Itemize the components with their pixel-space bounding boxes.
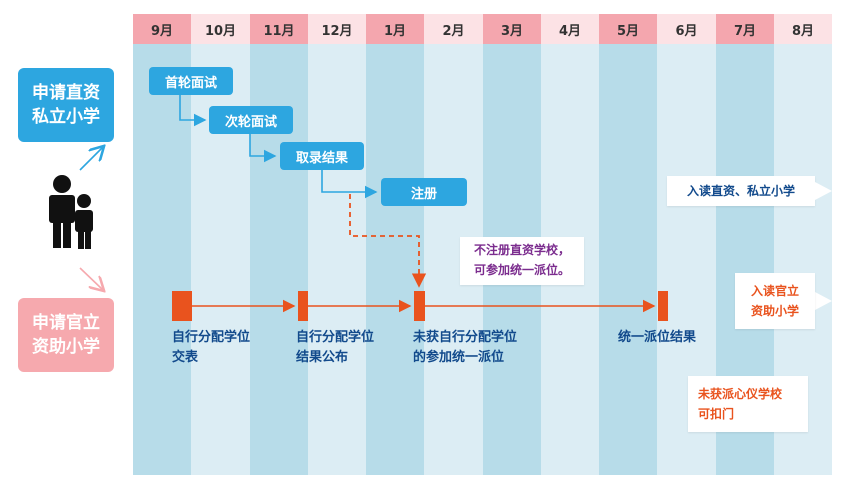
- connector-step2-step3: [249, 134, 277, 163]
- milestone-label-allocation-result: 统一派位结果: [618, 328, 696, 348]
- direct-private-track-box: 申请直资 私立小学: [18, 68, 114, 142]
- connector-step3-step4: [321, 170, 378, 199]
- month-header: 9月: [133, 14, 191, 44]
- milestone-label-central-allocation-line1: 未获自行分配学位: [413, 330, 518, 345]
- direct-private-result-card: 入读直资、私立小学: [667, 176, 815, 206]
- month-header: 2月: [424, 14, 483, 44]
- milestone-label-application-line2: 交表: [172, 350, 199, 365]
- month-header: 12月: [308, 14, 366, 44]
- month-column: [308, 44, 366, 475]
- milestone-label-application-line1: 自行分配学位: [172, 330, 251, 345]
- month-header: 7月: [716, 14, 774, 44]
- dashed-switch-connector: [349, 194, 427, 288]
- month-column: [366, 44, 424, 475]
- registration-step: 注册: [381, 178, 467, 206]
- arrow-to-direct: [79, 147, 103, 171]
- not-registered-line1: 不注册直资学校，: [473, 243, 570, 257]
- month-header: 5月: [599, 14, 657, 44]
- milestone-label-application: 自行分配学位 交表: [172, 328, 250, 368]
- direct-private-line2: 私立小学: [32, 107, 100, 127]
- month-header: 10月: [191, 14, 250, 44]
- month-column: [133, 44, 191, 475]
- second-interview-step: 次轮面试: [209, 106, 293, 134]
- milestone-label-central-allocation: 未获自行分配学位 的参加统一派位: [413, 328, 517, 368]
- admission-result-step: 取录结果: [280, 142, 364, 170]
- milestone-label-central-allocation-line2: 的参加统一派位: [413, 350, 505, 365]
- government-aided-line1: 申请官立: [32, 313, 100, 333]
- not-registered-line2: 可参加统一派位。: [473, 263, 570, 277]
- milestone-marker-application: [172, 291, 192, 321]
- appeal-line1: 未获派心仪学校: [698, 387, 783, 401]
- milestone-marker-discretionary-result: [298, 291, 308, 321]
- milestone-marker-allocation-result: [658, 291, 668, 321]
- direct-private-line1: 申请直资: [32, 83, 100, 103]
- month-header: 1月: [366, 14, 424, 44]
- milestone-label-discretionary-result-line2: 结果公布: [296, 350, 349, 365]
- arrow-to-aided: [79, 267, 103, 290]
- month-header: 6月: [657, 14, 716, 44]
- parent-child-icon: [49, 175, 93, 249]
- connector-step1-step2: [179, 95, 207, 127]
- direct-private-result-text: 入读直资、私立小学: [686, 184, 795, 198]
- aided-result-card: 入读官立 资助小学: [735, 273, 815, 329]
- appeal-note-card: 未获派心仪学校 可扣门: [688, 376, 808, 432]
- milestone-label-discretionary-result-line1: 自行分配学位: [296, 330, 375, 345]
- milestone-marker-central-allocation: [414, 291, 425, 321]
- month-column: [599, 44, 657, 475]
- month-header: 4月: [541, 14, 599, 44]
- first-interview-step: 首轮面试: [149, 67, 233, 95]
- aided-result-line2: 资助小学: [750, 304, 799, 318]
- month-header: 8月: [774, 14, 832, 44]
- month-header: 3月: [483, 14, 541, 44]
- milestone-label-discretionary-result: 自行分配学位 结果公布: [296, 328, 374, 368]
- government-aided-track-box: 申请官立 资助小学: [18, 298, 114, 372]
- milestone-label-allocation-result-line1: 统一派位结果: [618, 330, 697, 345]
- not-registered-note: 不注册直资学校， 可参加统一派位。: [460, 237, 584, 285]
- aided-result-line1: 入读官立: [750, 284, 799, 298]
- government-aided-line2: 资助小学: [32, 337, 100, 357]
- appeal-line2: 可扣门: [698, 407, 735, 421]
- month-header: 11月: [250, 14, 308, 44]
